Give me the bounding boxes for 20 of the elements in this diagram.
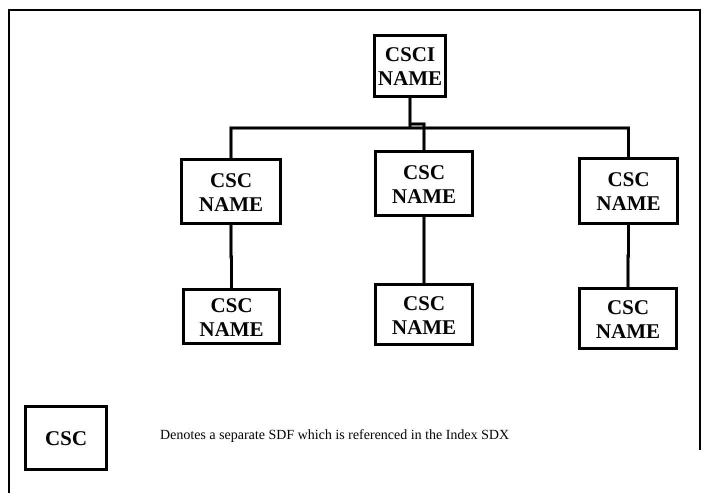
box-label: CSC — [44, 426, 87, 450]
box-label: CSC NAME — [390, 160, 458, 208]
box-label: CSC NAME — [390, 290, 458, 338]
component-box — [374, 283, 474, 346]
connector-line — [626, 225, 630, 287]
box-label: CSCI NAME — [376, 42, 444, 90]
box-label: CSC NAME — [198, 292, 265, 340]
box-label: CSC NAME — [595, 167, 662, 215]
box-label: CSC NAME — [198, 168, 264, 216]
component-box — [182, 288, 281, 345]
component-box — [24, 405, 108, 471]
legend-description: Denotes a separate SDF which is referenced in the Index SDX — [160, 427, 510, 445]
component-box — [578, 157, 679, 225]
connector-line — [422, 217, 426, 283]
box-label: CSC NAME — [594, 294, 662, 342]
component-box — [373, 34, 447, 98]
component-box — [578, 287, 678, 350]
component-box — [180, 158, 282, 225]
component-box — [374, 150, 474, 217]
connector-line — [230, 225, 233, 288]
